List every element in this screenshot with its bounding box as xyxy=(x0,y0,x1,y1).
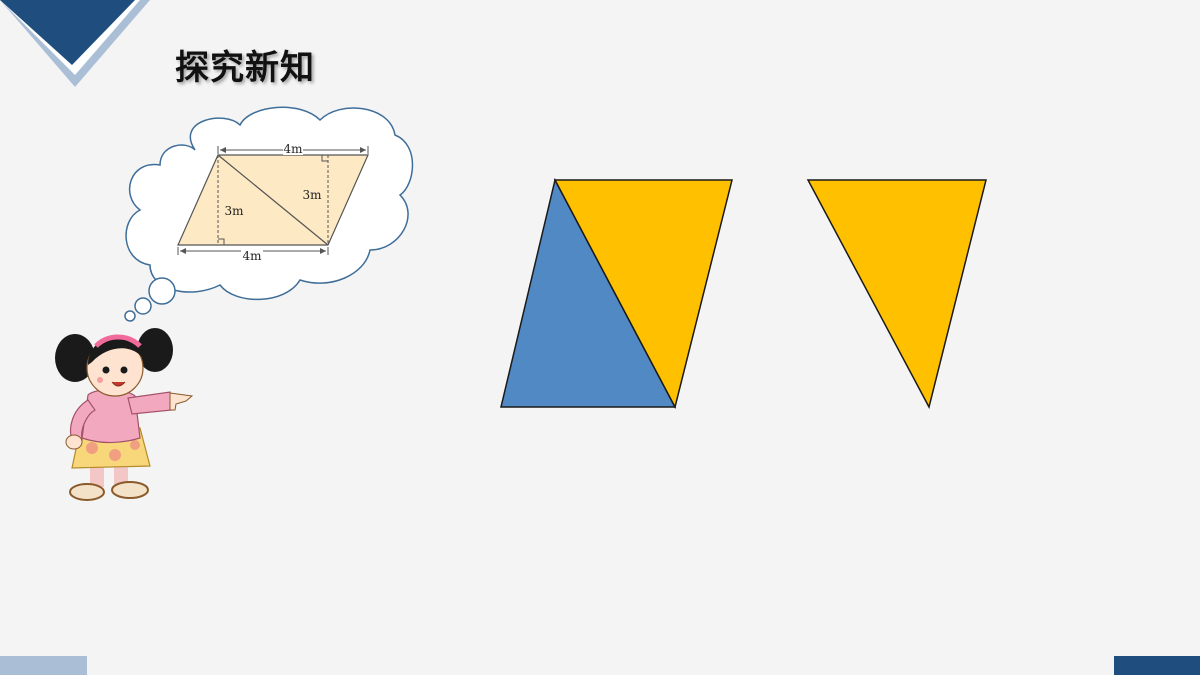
yellow-triangle-left xyxy=(553,179,733,410)
parallelogram-figure: 4m 4m 3m 3m xyxy=(177,141,369,263)
bottom-length-label: 4m xyxy=(242,249,262,263)
yellow-triangle-right xyxy=(806,179,987,410)
corner-decoration xyxy=(0,0,150,87)
bottom-left-bar xyxy=(0,656,87,675)
left-height-label: 3m xyxy=(224,204,244,218)
top-length-label: 4m xyxy=(283,142,303,156)
bottom-right-bar xyxy=(1114,656,1200,675)
composite-parallelogram xyxy=(500,177,733,410)
girl-illustration xyxy=(55,328,194,501)
right-height-label: 3m xyxy=(302,188,322,202)
page-title: 探究新知 xyxy=(175,48,315,88)
